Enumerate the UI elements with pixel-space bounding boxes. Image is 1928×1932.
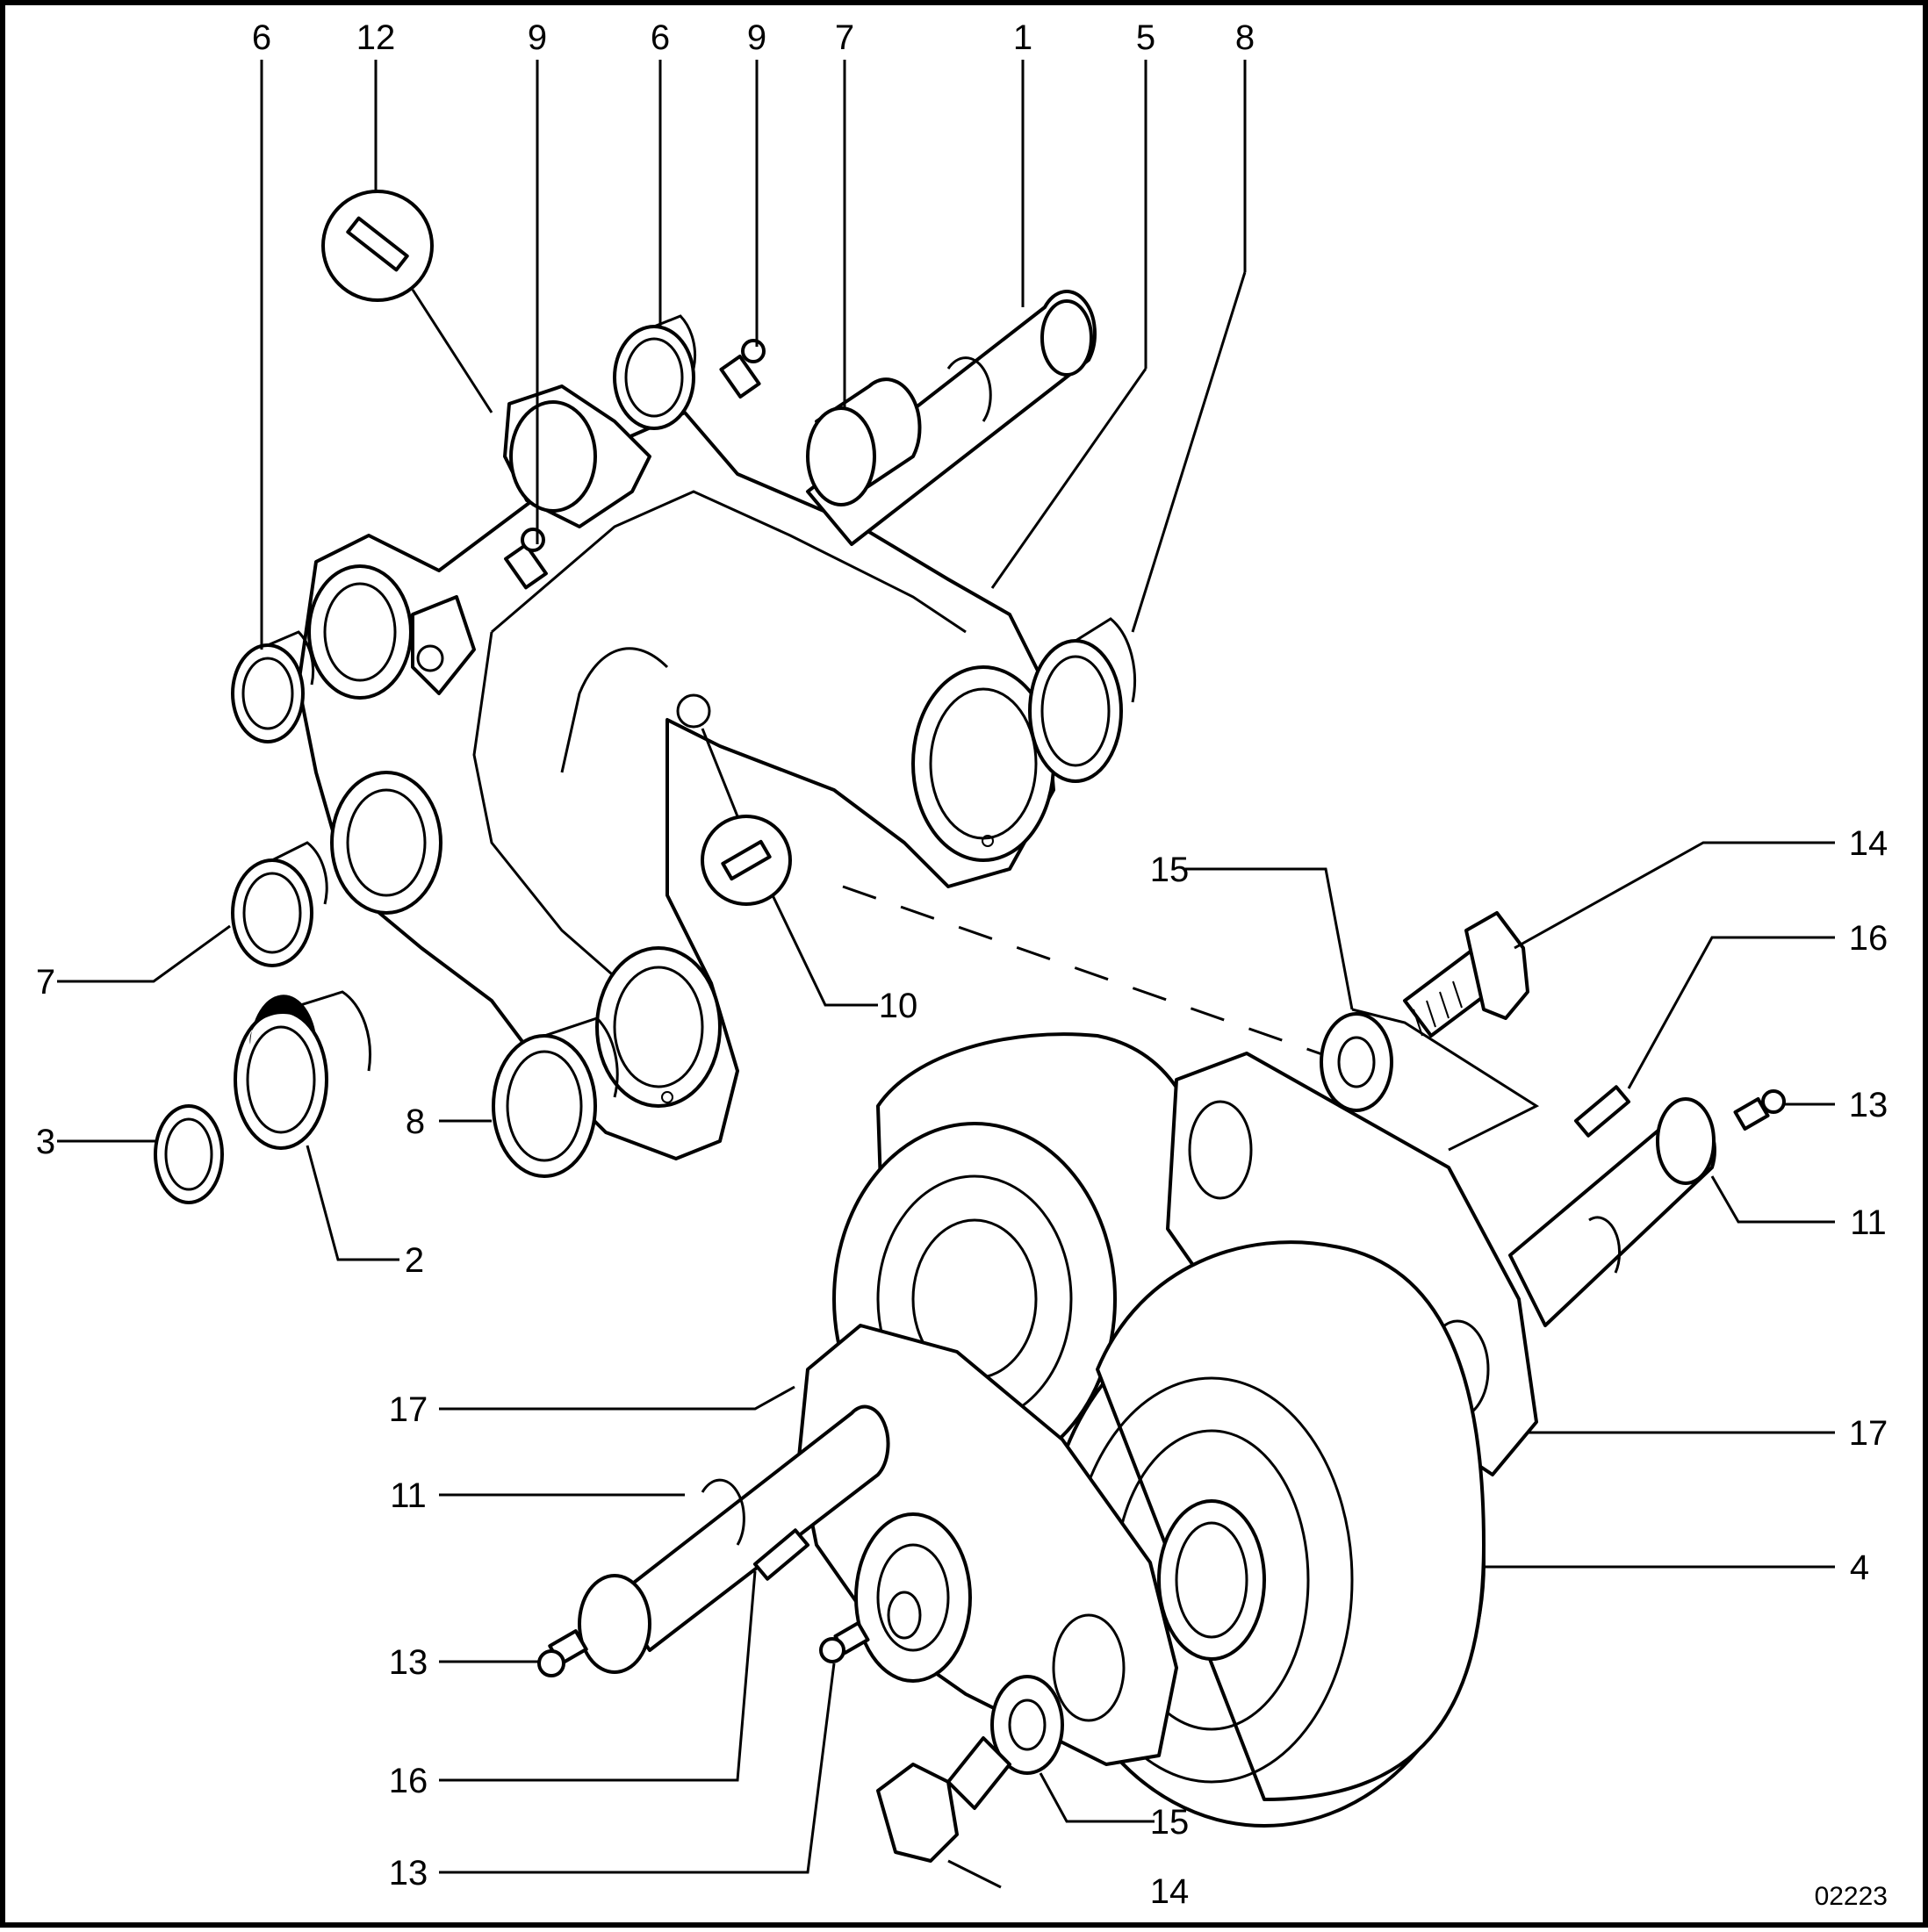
label-left-3: 3: [36, 1123, 55, 1161]
pin-12-detail: [321, 190, 493, 413]
bushing-2: [234, 990, 371, 1150]
label-top-1: 1: [1013, 18, 1032, 57]
label-right-4: 4: [1850, 1548, 1869, 1587]
label-left-17: 17: [389, 1390, 428, 1429]
grease-nipple-9b: [719, 339, 766, 399]
washer-15-lower: [990, 1675, 1064, 1775]
bushing-8-left: [492, 1016, 619, 1178]
bushing-6-left: [231, 630, 315, 743]
label-right-17: 17: [1849, 1414, 1888, 1453]
bolt-14-lower: [876, 1736, 1011, 1863]
set-screw-10-detail: [701, 728, 792, 906]
label-top-7: 7: [835, 18, 854, 57]
bearing-hub: [854, 1512, 972, 1683]
label-right-11: 11: [1850, 1203, 1887, 1242]
bushing-6-top: [613, 314, 696, 430]
roll-pin-16-left: [752, 1528, 810, 1581]
part-number-labels: 6 12 9 6 9 7 1 5 8 7 3 2 8 10 15 14 16 1…: [36, 18, 1888, 1911]
label-top-9b: 9: [747, 18, 766, 57]
label-mid-10: 10: [879, 987, 918, 1025]
label-right-16: 16: [1849, 919, 1888, 958]
label-top-9a: 9: [528, 18, 547, 57]
drawing-reference-number: 02223: [1815, 1882, 1888, 1911]
washer-15-upper: [1320, 1012, 1393, 1112]
assembly-dashed-line: [842, 885, 1370, 1073]
front-side-plate: [797, 1324, 1178, 1766]
label-left-7: 7: [36, 963, 55, 1002]
shaft-11-right: [1508, 1097, 1716, 1327]
rocker-arm: [297, 384, 1055, 1160]
grease-nipple-9a: [504, 528, 548, 590]
label-top-8: 8: [1235, 18, 1255, 57]
label-top-12: 12: [356, 18, 396, 57]
bushing-3: [154, 1104, 224, 1204]
label-top-6a: 6: [252, 18, 271, 57]
label-right-15: 15: [1150, 851, 1190, 889]
label-top-6b: 6: [651, 18, 670, 57]
label-bottom-14: 14: [1150, 1872, 1190, 1911]
label-right-13: 13: [1849, 1086, 1888, 1124]
label-left-8: 8: [406, 1102, 425, 1141]
grease-nipple-13-left-a: [537, 1629, 588, 1677]
bolt-14-upper: [1403, 911, 1529, 1038]
label-top-5: 5: [1136, 18, 1155, 57]
label-left-13b: 13: [389, 1854, 428, 1892]
bushing-7-left: [231, 841, 328, 967]
leader-lines: [57, 60, 1835, 1889]
roll-pin-16-right: [1573, 1085, 1631, 1138]
bushing-8-right: [1028, 617, 1136, 783]
label-left-13a: 13: [389, 1643, 428, 1682]
grease-nipple-13-left-b: [819, 1620, 870, 1663]
bushing-7-top: [806, 377, 922, 506]
label-right-14: 14: [1849, 824, 1888, 863]
label-left-2: 2: [405, 1241, 424, 1280]
label-left-11: 11: [390, 1476, 427, 1515]
label-left-16: 16: [389, 1762, 428, 1800]
shaft-1: [806, 290, 1097, 546]
label-bottom-15: 15: [1150, 1803, 1190, 1842]
shaft-11-left: [578, 1404, 890, 1674]
grease-nipple-13-right: [1733, 1089, 1786, 1131]
